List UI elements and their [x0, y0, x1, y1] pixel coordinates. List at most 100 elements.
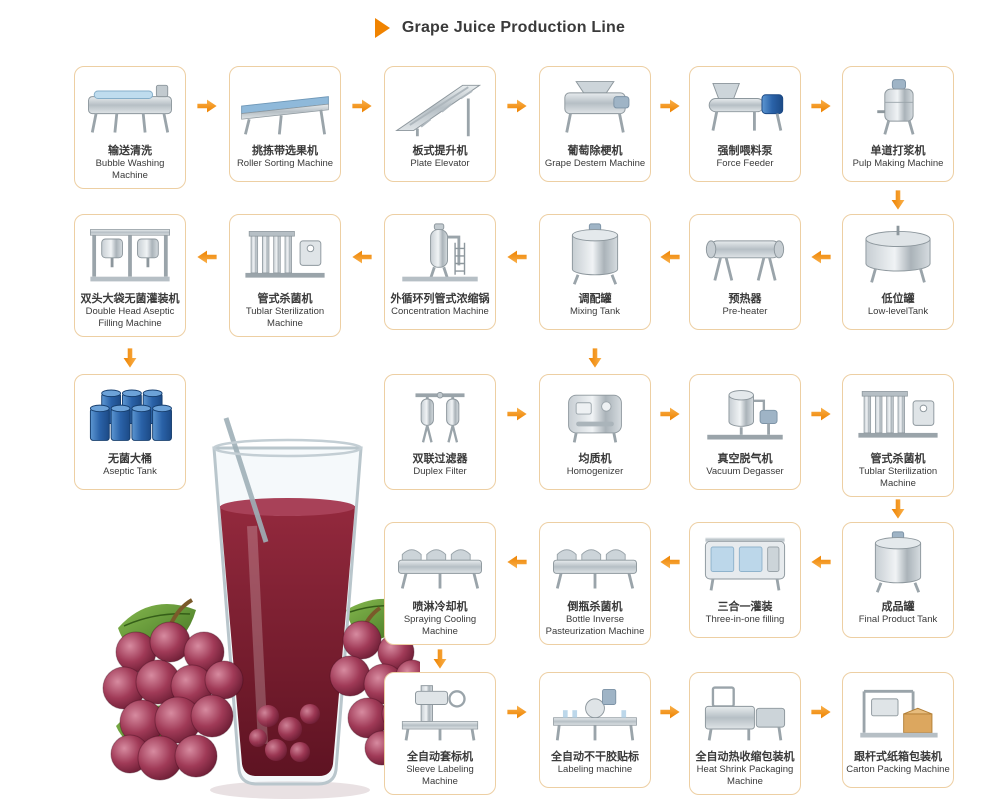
stage-name-zh: 强制喂料泵	[717, 145, 773, 157]
stage-name-en: Homogenizer	[566, 466, 624, 478]
title-triangle-icon	[374, 18, 390, 38]
flow-arrow-right-icon	[196, 97, 218, 115]
stage-name-zh: 管式杀菌机	[257, 293, 313, 305]
flow-arrow-right-icon	[506, 97, 528, 115]
stage-name-en: Plate Elevator	[410, 158, 470, 170]
flow-arrow-right-icon	[506, 405, 528, 423]
stage-low-level-tank: 低位罐 Low-levelTank	[842, 214, 954, 330]
vacuum-degasser-icon	[694, 380, 796, 450]
roller-sorting-machine-icon	[234, 72, 336, 142]
stage-name-en: Double Head Aseptic Filling Machine	[85, 306, 175, 330]
final-product-tank-icon	[847, 528, 949, 598]
flow-arrow-left-icon	[810, 248, 832, 266]
sleeve-labeling-machine-icon	[389, 678, 491, 748]
plate-elevator-icon	[389, 72, 491, 142]
stage-tubular-sterilizer-2: 管式杀菌机 Tublar Sterilization Machine	[842, 374, 954, 498]
flow-arrow-right-icon	[810, 703, 832, 721]
stage-name-en: Labeling machine	[557, 764, 633, 776]
flow-arrow-down-icon	[586, 347, 604, 369]
stage-name-zh: 管式杀菌机	[870, 453, 926, 465]
stage-name-zh: 低位罐	[881, 293, 915, 305]
flow-arrow-right-icon	[659, 405, 681, 423]
stage-name-zh: 真空脱气机	[717, 453, 773, 465]
mixing-tank-icon	[544, 220, 646, 290]
stage-name-zh: 调配罐	[578, 293, 612, 305]
page-title: Grape Juice Production Line	[0, 18, 1000, 38]
stage-plate-elevator: 板式提升机 Plate Elevator	[384, 66, 496, 182]
stage-name-zh: 外循环列管式浓缩锅	[390, 293, 490, 305]
stage-name-zh: 喷淋冷却机	[412, 601, 468, 613]
stage-name-zh: 成品罐	[881, 601, 915, 613]
stage-name-en: Bottle Inverse Pasteurization Machine	[545, 614, 645, 638]
stage-name-en: Sleeve Labeling Machine	[406, 764, 474, 788]
stage-name-zh: 跟杆式纸箱包装机	[854, 751, 942, 763]
flow-arrow-right-icon	[351, 97, 373, 115]
stage-pulp-making: 单道打浆机 Pulp Making Machine	[842, 66, 954, 182]
stage-name-en: Grape Destem Machine	[544, 158, 646, 170]
low-level-tank-icon	[847, 220, 949, 290]
duplex-filter-icon	[389, 380, 491, 450]
stage-name-zh: 全自动套标机	[407, 751, 473, 763]
stage-name-en: Spraying Cooling Machine	[403, 614, 477, 638]
bottle-inverse-pasteurization-machine-icon	[544, 528, 646, 598]
stage-pre-heater: 预热器 Pre-heater	[689, 214, 801, 330]
stage-concentration: 外循环列管式浓缩锅 Concentration Machine	[384, 214, 496, 330]
flow-arrow-left-icon	[196, 248, 218, 266]
stage-name-en: Mixing Tank	[570, 306, 620, 318]
stage-mixing-tank: 调配罐 Mixing Tank	[539, 214, 651, 330]
stage-name-zh: 预热器	[728, 293, 762, 305]
stage-heat-shrink-packaging: 全自动热收缩包装机 Heat Shrink Packaging Machine	[689, 672, 801, 796]
stage-name-en: Vacuum Degasser	[706, 466, 784, 478]
stage-name-zh: 倒瓶杀菌机	[567, 601, 623, 613]
stage-name-zh: 挑拣带选果机	[252, 145, 318, 157]
stage-name-zh: 双头大袋无菌灌装机	[80, 293, 180, 305]
stage-bottle-inverse-pasteurization: 倒瓶杀菌机 Bottle Inverse Pasteurization Mach…	[539, 522, 651, 646]
stage-name-en: Aseptic Tank	[103, 466, 157, 478]
stage-grape-destem: 葡萄除梗机 Grape Destem Machine	[539, 66, 651, 182]
stage-three-in-one-filling: 三合一灌装 Three-in-one filling	[689, 522, 801, 638]
flow-arrow-down-icon	[121, 347, 139, 369]
stage-name-zh: 双联过滤器	[412, 453, 468, 465]
stage-name-en: Low-levelTank	[867, 306, 929, 318]
grape-destem-machine-icon	[544, 72, 646, 142]
stage-homogenizer: 均质机 Homogenizer	[539, 374, 651, 490]
flow-arrow-left-icon	[506, 248, 528, 266]
stage-name-en: Carton Packing Machine	[846, 764, 950, 776]
stage-name-zh: 全自动不干胶贴标	[551, 751, 639, 763]
flow-arrow-right-icon	[659, 703, 681, 721]
flow-arrow-left-icon	[506, 553, 528, 571]
pre-heater-icon	[694, 220, 796, 290]
force-feeder-icon	[694, 72, 796, 142]
stage-name-en: Final Product Tank	[858, 614, 938, 626]
stage-name-zh: 均质机	[578, 453, 612, 465]
stage-aseptic-tank: 无菌大桶 Aseptic Tank	[74, 374, 186, 490]
flow-arrow-left-icon	[810, 553, 832, 571]
concentration-machine-icon	[389, 220, 491, 290]
heat-shrink-packaging-machine-icon	[694, 678, 796, 748]
stage-name-en: Tublar Sterilization Machine	[858, 466, 938, 490]
flow-arrow-right-icon	[506, 703, 528, 721]
flow-arrow-left-icon	[659, 553, 681, 571]
stage-double-head-aseptic-filling: 双头大袋无菌灌装机 Double Head Aseptic Filling Ma…	[74, 214, 186, 338]
flow-arrow-down-icon	[889, 498, 907, 520]
flow-arrow-left-icon	[659, 248, 681, 266]
labeling-machine-icon	[544, 678, 646, 748]
stage-name-zh: 全自动热收缩包装机	[695, 751, 795, 763]
stage-name-zh: 葡萄除梗机	[567, 145, 623, 157]
stage-name-en: Pre-heater	[722, 306, 768, 318]
carton-packing-machine-icon	[847, 678, 949, 748]
spraying-cooling-machine-icon	[389, 528, 491, 598]
stage-name-zh: 三合一灌装	[717, 601, 773, 613]
aseptic-tank-drums-icon	[79, 380, 181, 450]
stage-name-en: Pulp Making Machine	[852, 158, 944, 170]
three-in-one-filling-machine-icon	[694, 528, 796, 598]
stage-name-en: Bubble Washing Machine	[95, 158, 165, 182]
stage-name-zh: 板式提升机	[412, 145, 468, 157]
double-head-aseptic-filling-machine-icon	[79, 220, 181, 290]
homogenizer-icon	[544, 380, 646, 450]
stage-name-en: Concentration Machine	[391, 306, 489, 318]
flow-arrow-right-icon	[810, 405, 832, 423]
tubular-sterilization-machine-icon	[234, 220, 336, 290]
flow-arrow-down-icon	[431, 648, 449, 670]
